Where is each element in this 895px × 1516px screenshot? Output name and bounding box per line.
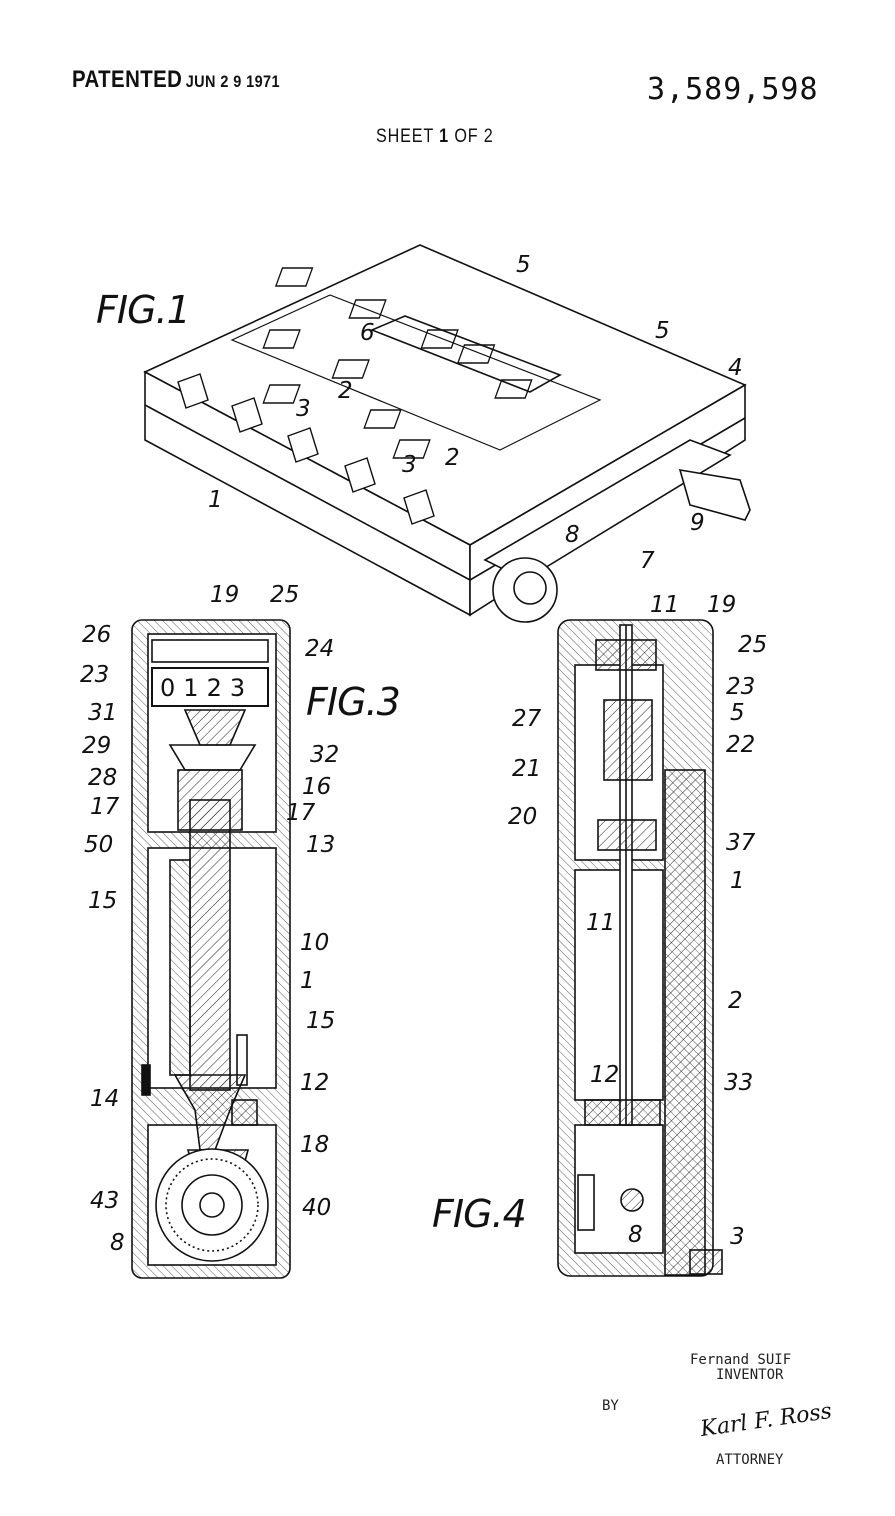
patent-number: 3,589,598 xyxy=(647,72,819,107)
fig3-counter-digits: 0123 xyxy=(160,674,253,702)
fig1-ref: 9 xyxy=(690,510,705,536)
fig1-ref: 7 xyxy=(640,548,655,574)
fig1-device xyxy=(143,244,751,623)
fig1-display-window xyxy=(369,315,562,393)
fig4-ref: 2 xyxy=(728,988,743,1014)
patent-date: JUN 2 9 1971 xyxy=(185,72,280,91)
sheet-prefix: SHEET xyxy=(376,126,434,147)
fig3-ref: 15 xyxy=(88,888,118,914)
fig4-ref: 5 xyxy=(730,700,745,726)
fig3-ref: 28 xyxy=(88,765,118,791)
fig4-ref: 19 xyxy=(707,592,737,618)
fig3-ref: 40 xyxy=(302,1195,332,1221)
fig4-ref: 1 xyxy=(730,868,745,894)
fig3-ref: 25 xyxy=(270,582,300,608)
fig1-ref: 5 xyxy=(516,252,531,278)
patented-label: PATENTED xyxy=(72,66,183,93)
fig1-ref: 4 xyxy=(728,355,743,381)
fig1-ref: 8 xyxy=(565,522,580,548)
fig1-ref: 6 xyxy=(360,320,375,346)
fig1-ref: 3 xyxy=(402,452,417,478)
fig3-ref: 1 xyxy=(300,968,315,994)
fig3-section xyxy=(131,619,291,1279)
fig4-ref: 33 xyxy=(724,1070,754,1096)
sheet-of: OF xyxy=(454,126,479,147)
fig1-tab-9 xyxy=(678,469,751,521)
fig4-ref: 3 xyxy=(730,1224,745,1250)
fig4-ref: 20 xyxy=(508,804,538,830)
fig3-ref: 43 xyxy=(90,1188,120,1214)
fig3-ref: 31 xyxy=(88,700,118,726)
fig1-ref: 1 xyxy=(208,487,223,513)
fig3-ref: 19 xyxy=(210,582,240,608)
fig3-shaft-10 xyxy=(189,799,231,1091)
counter-digit: 2 xyxy=(206,674,230,702)
fig3-counter-window xyxy=(151,667,269,707)
fig4-label: FIG.4 xyxy=(432,1192,527,1236)
fig4-ref: 12 xyxy=(590,1062,620,1088)
fig3-ref: 14 xyxy=(90,1086,120,1112)
sheet-indicator: SHEET 1 OF 2 xyxy=(376,126,494,148)
counter-digit: 0 xyxy=(160,674,184,702)
fig3-ref: 8 xyxy=(110,1230,125,1256)
fig1-top-keys xyxy=(262,267,533,459)
fig4-ref: 25 xyxy=(738,632,768,658)
fig4-ref: 11 xyxy=(650,592,680,618)
fig3-ref: 17 xyxy=(90,794,120,820)
fig4-ref: 11 xyxy=(586,910,616,936)
fig3-ref: 15 xyxy=(306,1008,336,1034)
inventor-label: INVENTOR xyxy=(716,1367,784,1383)
fig4-ref: 27 xyxy=(512,706,542,732)
counter-digit: 3 xyxy=(229,674,254,702)
inventor-name: Fernand SUIF xyxy=(690,1352,792,1368)
fig4-ref: 37 xyxy=(726,830,756,856)
fig3-ref: 16 xyxy=(302,774,332,800)
fig1-ref: 2 xyxy=(338,378,353,404)
fig3-ref: 10 xyxy=(300,930,330,956)
fig1-side-keys xyxy=(177,373,435,525)
fig3-ref: 24 xyxy=(305,636,335,662)
fig1-ref: 3 xyxy=(296,396,311,422)
fig4-pin-8 xyxy=(620,1188,644,1212)
fig3-ref: 12 xyxy=(300,1070,330,1096)
sheet-number: 1 xyxy=(439,126,449,147)
fig3-ref: 50 xyxy=(84,832,114,858)
fig3-ref: 29 xyxy=(82,733,112,759)
fig1-label: FIG.1 xyxy=(96,288,191,332)
fig4-ref: 21 xyxy=(512,756,542,782)
fig4-ref: 22 xyxy=(726,732,756,758)
fig3-label: FIG.3 xyxy=(306,680,401,724)
attorney-label: ATTORNEY xyxy=(716,1452,784,1468)
fig1-ref: 2 xyxy=(445,445,460,471)
counter-digit: 1 xyxy=(183,674,207,702)
fig4-section xyxy=(557,619,723,1277)
fig3-ref: 13 xyxy=(306,832,336,858)
fig3-ref: 17 xyxy=(286,800,316,826)
fig3-ref: 32 xyxy=(310,742,340,768)
fig3-ref: 23 xyxy=(80,662,110,688)
fig4-ref: 23 xyxy=(726,674,756,700)
fig1-ref: 5 xyxy=(655,318,670,344)
sheet-total: 2 xyxy=(483,126,494,147)
fig3-ref: 18 xyxy=(300,1132,330,1158)
by-label: BY xyxy=(602,1398,619,1414)
fig4-ref: 8 xyxy=(628,1222,643,1248)
fig3-ref: 26 xyxy=(82,622,112,648)
